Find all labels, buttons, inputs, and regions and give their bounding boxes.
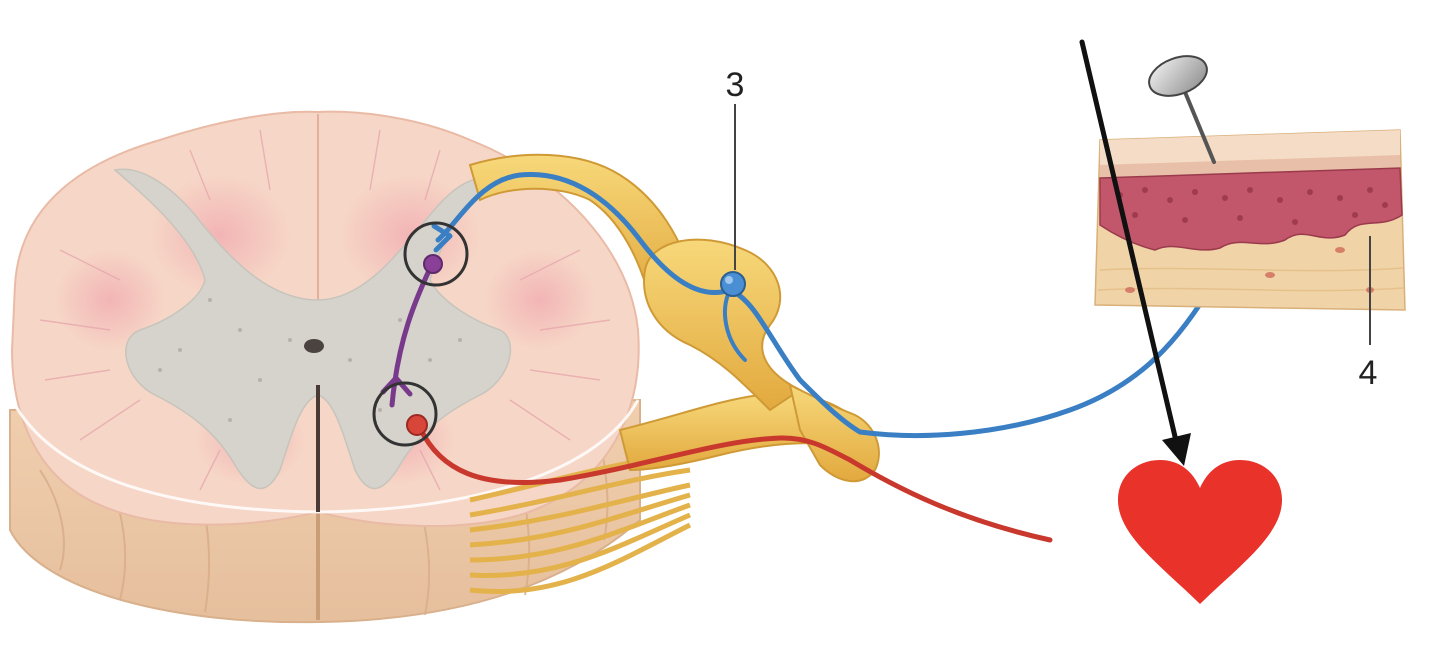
spinal-cord: [9, 110, 641, 624]
label-4: 4: [1359, 236, 1378, 392]
synapse-circle-dorsal: [403, 221, 469, 287]
central-canal: [304, 339, 324, 353]
pin-icon: [1148, 55, 1216, 164]
interneuron-cell-body: [423, 254, 443, 274]
arrow-icon: [1079, 39, 1191, 466]
label-3-text: 3: [726, 66, 745, 104]
heart-icon: [1118, 460, 1282, 604]
sensory-neuron-cell-body: [720, 271, 746, 297]
synapse-circle-ventral: [372, 381, 438, 447]
epidermis: [1099, 167, 1403, 251]
motor-neuron-axon: [417, 425, 1053, 543]
dorsal-root-ganglion: [643, 238, 802, 412]
label-3: 3: [726, 66, 745, 270]
label-4-text: 4: [1359, 354, 1378, 392]
spinal-cord-gray-matter: [113, 168, 511, 490]
skin-section: [1094, 55, 1406, 311]
motor-neuron-cell-body: [406, 414, 428, 436]
